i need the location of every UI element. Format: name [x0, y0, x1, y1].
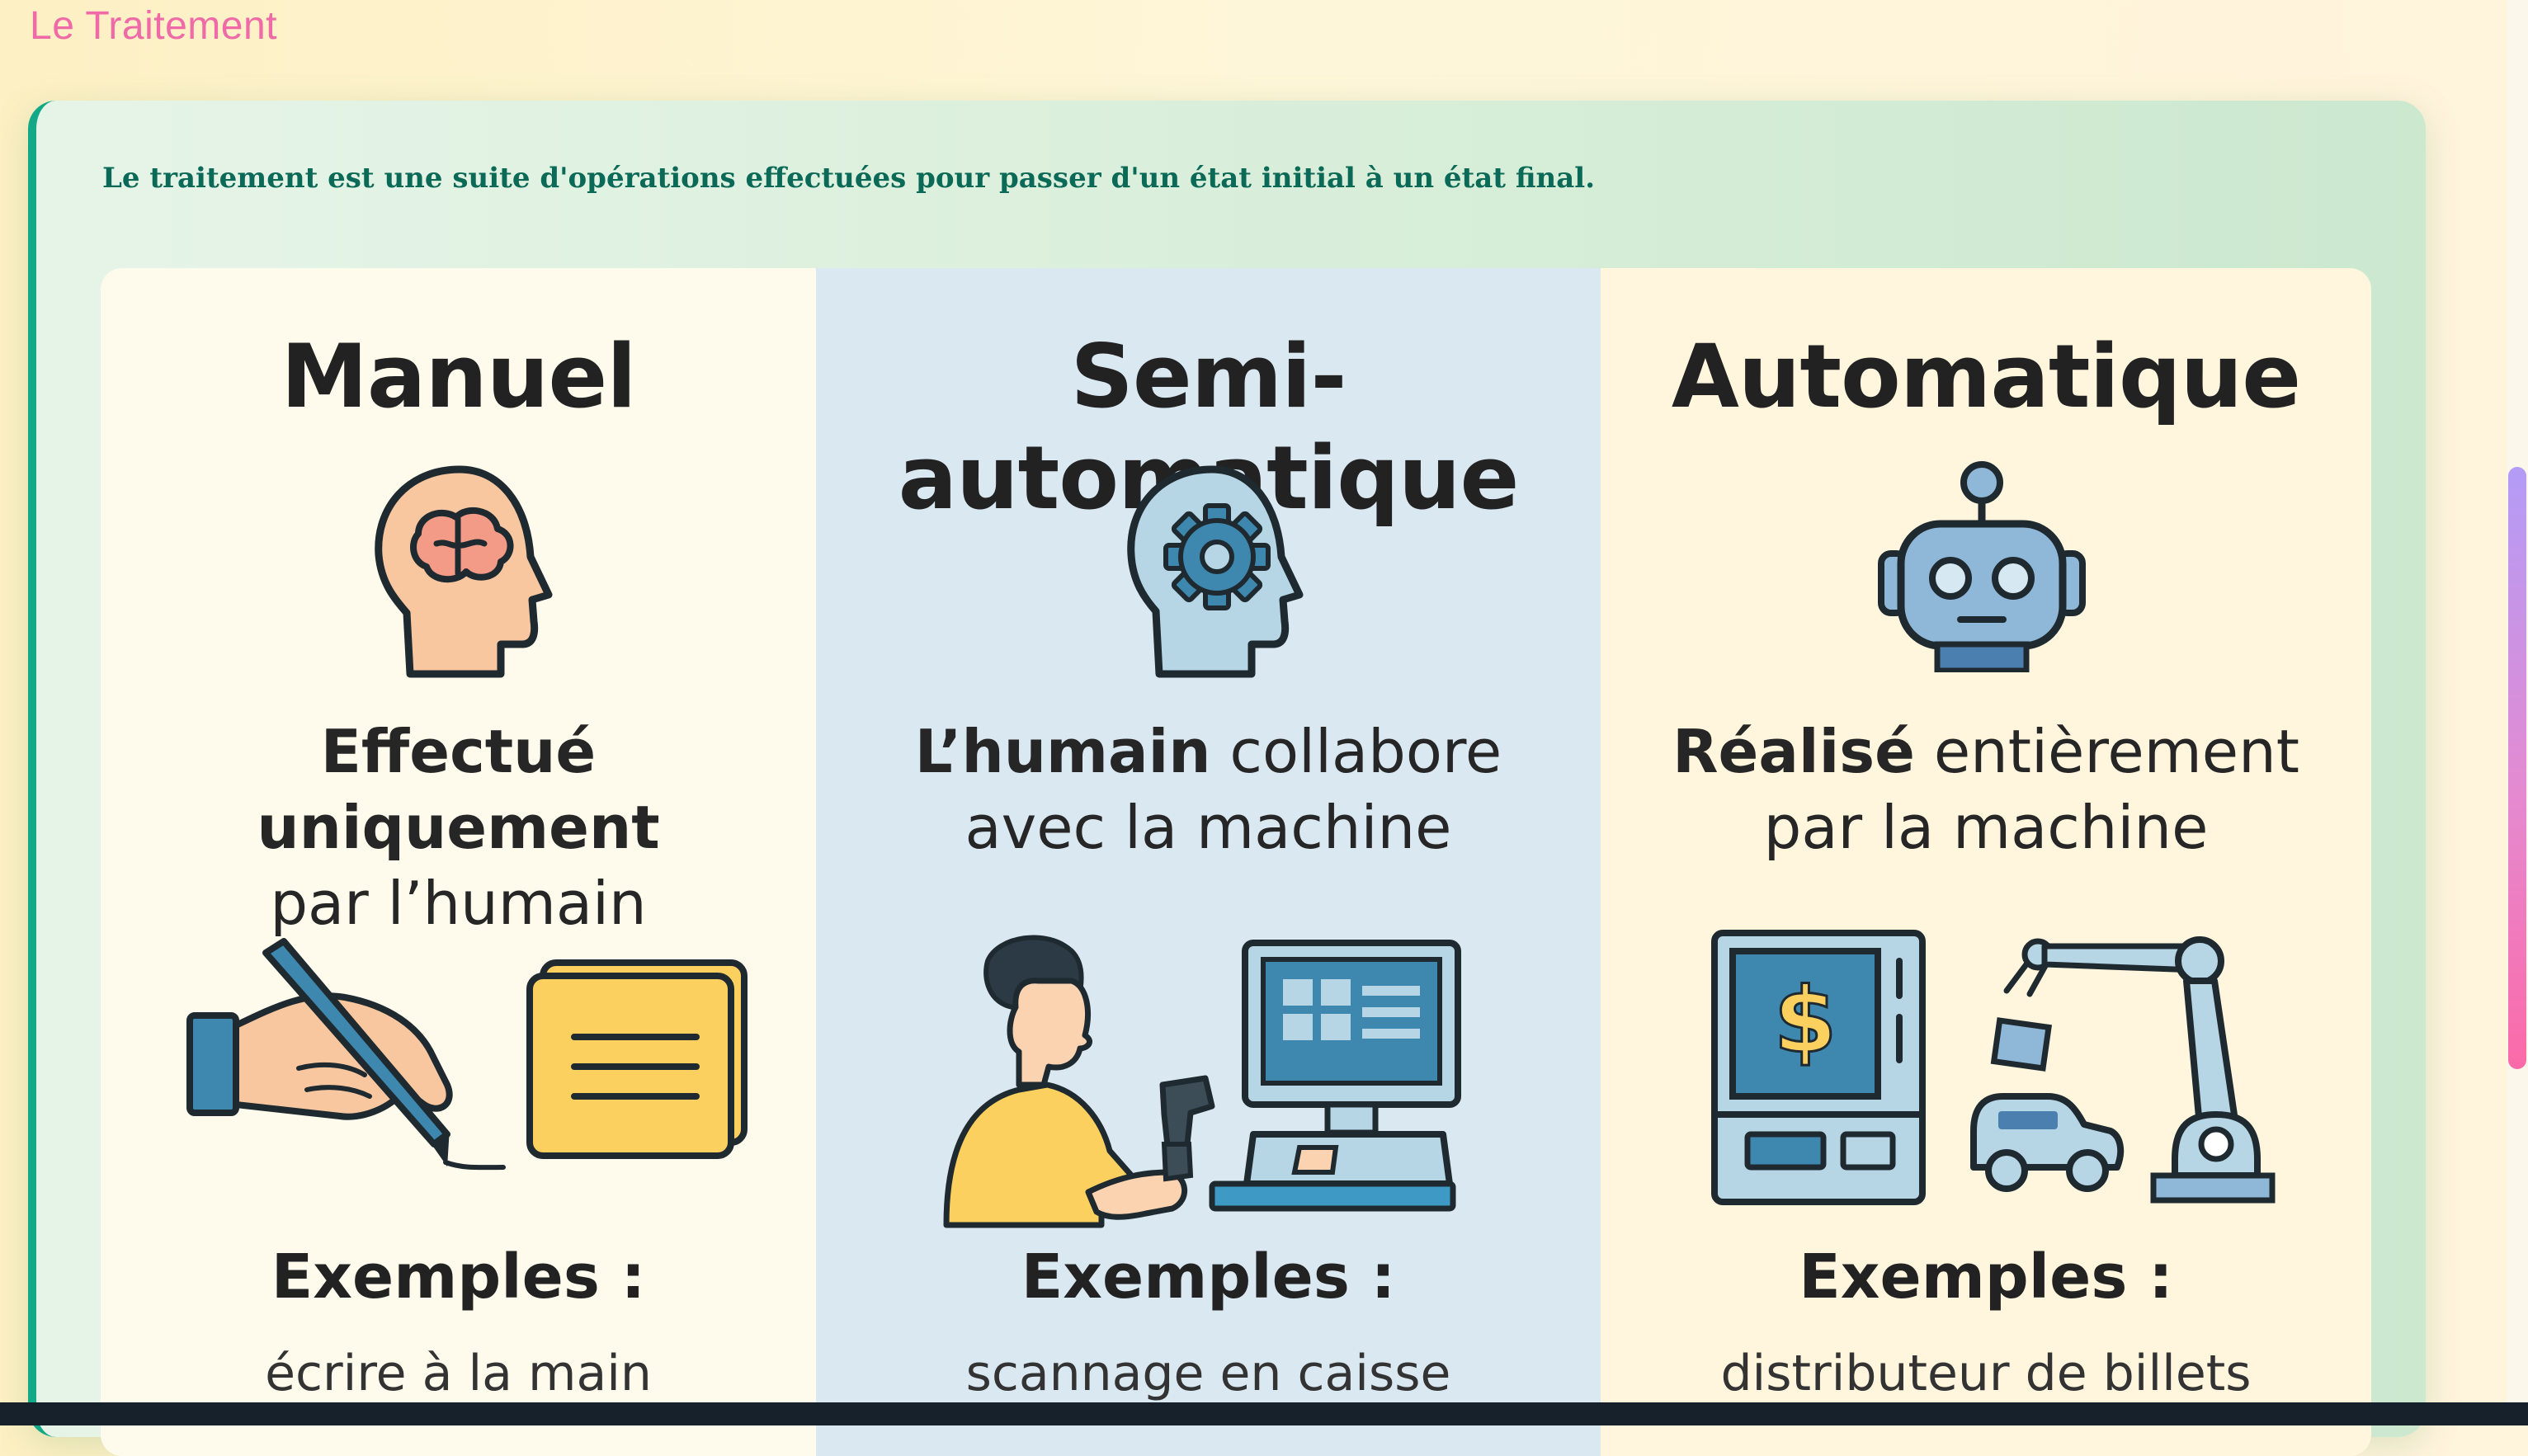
atm-robot-arm-icon: $	[1711, 930, 2276, 1205]
brain-head-icon	[375, 465, 553, 678]
example-text-automatic: distributeur de billets	[1720, 1345, 2252, 1402]
column-description-automatic: Réalisé entièrement par la machine	[1601, 714, 2371, 865]
column-manual: Manuel Effectué uniquement par l’humain	[101, 268, 816, 1456]
definition-card: Le traitement est une suite d'opérations…	[28, 101, 2426, 1456]
taskbar	[0, 1402, 2528, 1425]
column-automatic: Automatique Réalisé entièrement par la m…	[1601, 268, 2371, 1456]
column-title-automatic: Automatique	[1671, 326, 2301, 427]
desc-line: par la machine	[1763, 793, 2209, 862]
vertical-scrollbar[interactable]	[2507, 0, 2528, 1402]
definition-text: Le traitement est une suite d'opérations…	[102, 162, 1596, 195]
person-scanner-computer-icon	[943, 935, 1461, 1228]
hand-writing-icon	[186, 938, 748, 1171]
column-semi-automatic: Semi-automatique	[816, 268, 1601, 1456]
robot-head-icon	[1878, 461, 2086, 672]
desc-line: par l’humain	[270, 869, 647, 938]
desc-line: entièrement	[1914, 717, 2299, 786]
column-description-semi-automatic: L’humain collabore avec la machine	[816, 714, 1601, 865]
gear-head-icon	[1127, 465, 1304, 678]
examples-label-manual: Exemples :	[271, 1242, 646, 1312]
column-description-manual: Effectué uniquement par l’humain	[101, 714, 816, 941]
scrollbar-thumb[interactable]	[2508, 467, 2526, 1069]
page-title: Le Traitement	[30, 4, 277, 48]
example-text-semi-automatic: scannage en caisse	[965, 1345, 1451, 1402]
example-text-manual: écrire à la main	[265, 1345, 652, 1402]
desc-bold: Effectué	[320, 717, 597, 786]
desc-line: collabore	[1210, 717, 1502, 786]
desc-bold: uniquement	[257, 793, 660, 862]
desc-bold: Réalisé	[1672, 717, 1915, 786]
desc-bold: L’humain	[914, 717, 1211, 786]
dollar-sign-glyph: $	[1774, 968, 1837, 1073]
column-title-manual: Manuel	[281, 326, 636, 427]
examples-label-automatic: Exemples :	[1799, 1242, 2173, 1312]
examples-label-semi-automatic: Exemples :	[1021, 1242, 1396, 1312]
desc-line: avec la machine	[965, 793, 1452, 862]
processing-types-infographic: Manuel Effectué uniquement par l’humain	[101, 268, 2371, 1456]
